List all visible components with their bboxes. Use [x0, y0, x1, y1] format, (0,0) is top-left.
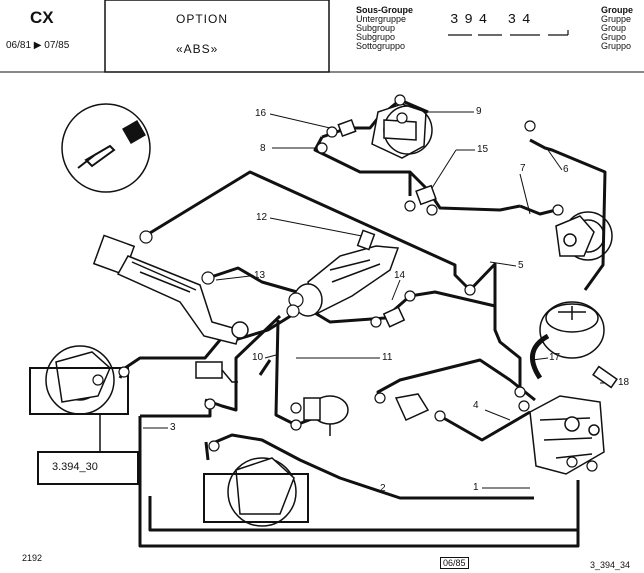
callout-18: 18 — [618, 377, 630, 388]
footer-right-code: 3_394_34 — [590, 560, 631, 570]
callout-10: 10 — [252, 352, 264, 363]
group-label-es: Grupo — [601, 32, 627, 42]
reservoir-17 — [530, 301, 605, 380]
model-label: CX — [30, 8, 54, 27]
group-label-de: Gruppe — [601, 14, 632, 24]
subgroup-label-it: Sottogruppo — [356, 41, 406, 51]
callout-4: 4 — [473, 400, 479, 411]
callout-9: 9 — [476, 106, 482, 117]
callout-14: 14 — [394, 270, 406, 281]
callout-2: 2 — [380, 483, 386, 494]
caliper-6 — [555, 211, 613, 261]
wheel-assembly-3 — [45, 345, 115, 415]
regulator-11 — [303, 395, 349, 436]
callout-6: 6 — [563, 164, 569, 175]
detail-inset-circle — [61, 103, 151, 193]
modulator-1 — [529, 395, 605, 475]
subgroup-code: 394 34 — [450, 12, 537, 28]
callout-13: 13 — [254, 270, 266, 281]
subgroup-label-es: Subgrupo — [356, 32, 396, 42]
date-range: 06/81 ▶ 07/85 — [6, 40, 70, 51]
callout-1: 1 — [473, 482, 479, 493]
callout-11: 11 — [382, 352, 393, 363]
wheel-2-frame — [203, 473, 309, 523]
brake-pipes — [118, 98, 607, 548]
valve-4 — [394, 393, 430, 421]
hydraulic-unit-12 — [293, 229, 400, 317]
callout-15: 15 — [477, 144, 489, 155]
callout-3: 3 — [170, 422, 176, 433]
master-cylinder — [92, 234, 249, 345]
reference-box[interactable]: 3.394_30 — [52, 461, 98, 473]
group-label-it: Gruppo — [601, 41, 632, 51]
sensor-18 — [592, 365, 618, 389]
header-option-box — [104, 0, 330, 73]
callout-12: 12 — [256, 212, 268, 223]
footer-left-code: 2192 — [22, 553, 43, 563]
callout-17: 17 — [549, 352, 561, 363]
subgroup-label-en: Subgroup — [356, 23, 396, 33]
reference-box-frame — [37, 451, 139, 485]
group-label-en: Group — [601, 23, 627, 33]
option-name: «ABS» — [176, 42, 219, 56]
caliper-9 — [371, 103, 433, 159]
group-label-fr: Groupe — [601, 5, 634, 15]
footer-date-box: 06/85 — [440, 557, 469, 569]
callout-7: 7 — [520, 163, 526, 174]
callout-5: 5 — [518, 260, 524, 271]
option-title: OPTION — [176, 12, 229, 26]
wheel-assembly-2 — [227, 457, 297, 527]
callout-8: 8 — [260, 143, 266, 154]
valve-10 — [195, 361, 238, 383]
subgroup-label-fr: Sous-Groupe — [356, 5, 414, 15]
callout-16: 16 — [255, 108, 267, 119]
pipe-unions — [92, 94, 598, 472]
wheel-3-frame — [29, 367, 129, 415]
subgroup-label-de: Untergruppe — [356, 14, 407, 24]
